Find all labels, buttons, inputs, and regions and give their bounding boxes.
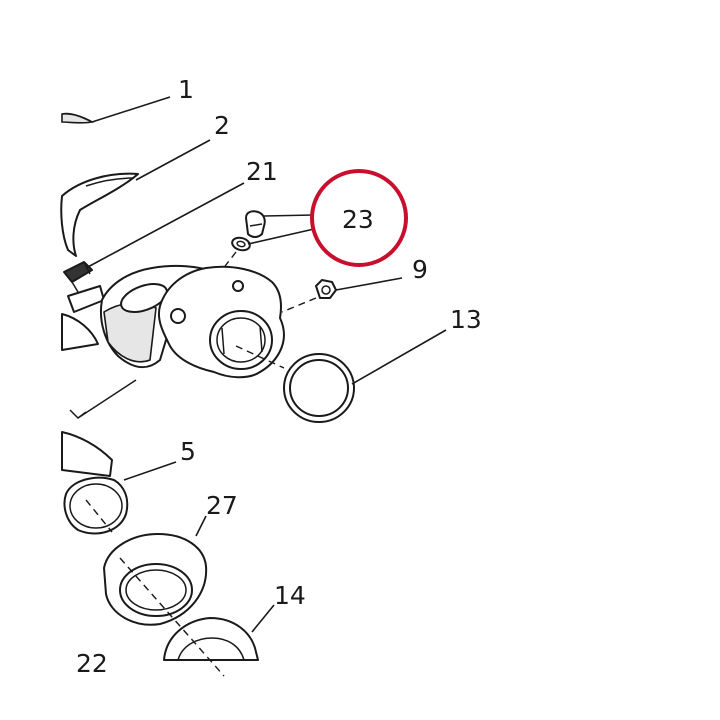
part-23-bleed-screw: [221, 210, 266, 271]
part-27-ring: [103, 533, 208, 626]
part-9-nut: [281, 279, 337, 313]
callout-23: 23: [342, 205, 374, 234]
highlight-circle: [310, 169, 408, 267]
callout-1: 1: [178, 75, 194, 104]
callout-9: 9: [412, 255, 428, 284]
callout-5: 5: [180, 437, 196, 466]
thermostat-housing-elbow: [100, 264, 285, 379]
part-21-clip: [63, 261, 105, 313]
part-5-sleeve: [63, 476, 129, 535]
part-2-shield: [60, 172, 139, 257]
callout-14: 14: [274, 581, 306, 610]
part-13-o-ring: [283, 353, 355, 423]
part-1-clamp: [61, 112, 95, 124]
callout-13: 13: [450, 305, 482, 334]
callout-22: 22: [76, 649, 108, 678]
left-pipe-fragments: [61, 313, 137, 477]
part-14-ring: [163, 617, 259, 661]
assembly-axis-lines: [85, 345, 285, 677]
callout-27: 27: [206, 491, 238, 520]
callout-21: 21: [246, 157, 278, 186]
leader-lines: [85, 96, 447, 633]
callout-2: 2: [214, 111, 230, 140]
